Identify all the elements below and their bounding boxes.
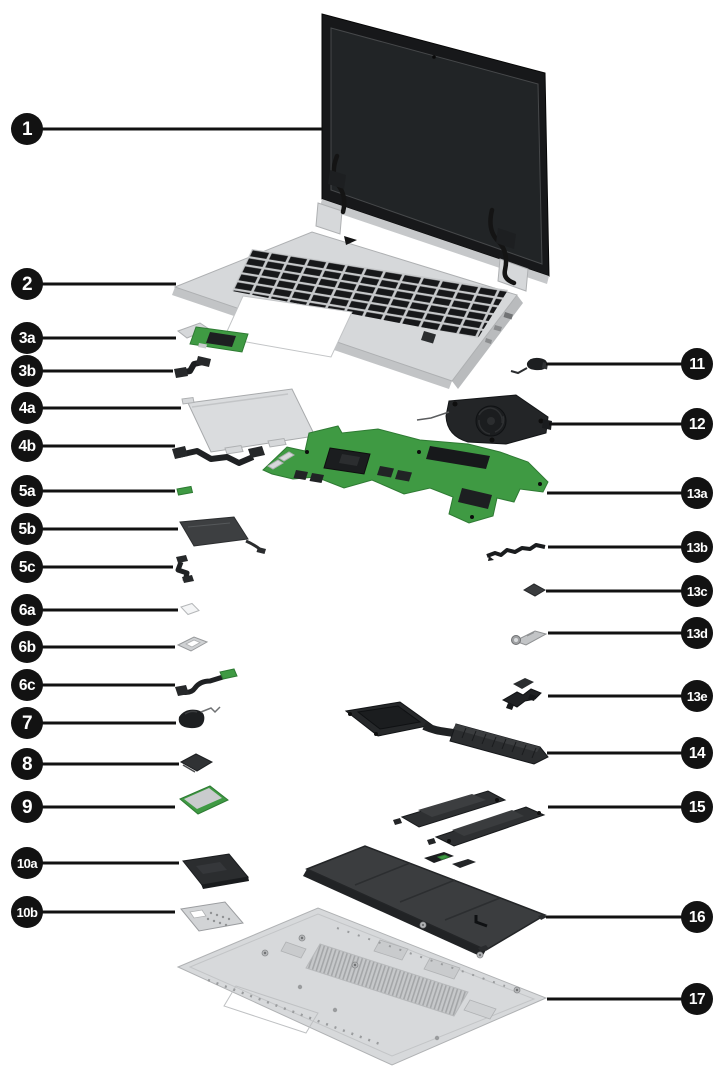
svg-text:3a: 3a — [19, 330, 36, 347]
svg-text:6a: 6a — [19, 602, 36, 619]
callout-3a: 3a — [11, 322, 176, 354]
callout-layer: 123a3b4a4b5a5b5c6a6b6c78910a10b111213a13… — [11, 113, 713, 1015]
callout-5b: 5b — [11, 513, 178, 545]
callout-6c: 6c — [11, 669, 175, 701]
svg-text:9: 9 — [22, 797, 32, 818]
callout-9: 9 — [11, 791, 175, 823]
callout-13e: 13e — [548, 680, 713, 712]
fingerprint-reader-bracket — [176, 636, 209, 652]
svg-text:5a: 5a — [19, 483, 36, 500]
svg-text:13c: 13c — [687, 584, 707, 599]
wlan-module — [179, 753, 214, 773]
svg-text:6b: 6b — [18, 639, 35, 656]
callout-4a: 4a — [11, 392, 181, 424]
wwan-module — [179, 785, 229, 815]
touchpad-cable — [172, 446, 265, 466]
fingerprint-reader-cable — [175, 668, 238, 696]
bracket-assembly — [501, 678, 542, 710]
metal-bracket — [486, 543, 546, 561]
callout-7: 7 — [11, 707, 176, 739]
nfc-module — [176, 485, 194, 496]
svg-text:6c: 6c — [19, 677, 36, 694]
callout-3b: 3b — [11, 355, 173, 387]
callout-13d: 13d — [548, 617, 713, 649]
svg-text:4b: 4b — [18, 438, 35, 455]
module-shield — [522, 583, 547, 597]
svg-text:13d: 13d — [687, 626, 708, 641]
system-board — [262, 425, 549, 524]
callout-10b: 10b — [11, 896, 175, 928]
svg-text:17: 17 — [689, 991, 705, 1008]
svg-text:13b: 13b — [687, 540, 708, 555]
svg-text:2: 2 — [22, 274, 32, 295]
callout-8: 8 — [11, 748, 179, 780]
svg-text:13a: 13a — [687, 486, 708, 501]
display-assembly — [315, 13, 550, 292]
svg-text:4a: 4a — [19, 400, 36, 417]
nfc-cable — [175, 555, 194, 583]
callout-5c: 5c — [11, 551, 173, 583]
callout-17: 17 — [547, 983, 713, 1015]
callout-2: 2 — [11, 268, 176, 300]
svg-text:1: 1 — [22, 119, 33, 140]
solid-state-drive — [182, 853, 249, 889]
svg-text:14: 14 — [689, 745, 706, 762]
svg-text:8: 8 — [22, 754, 32, 775]
parts-illustrations — [172, 13, 552, 1066]
speakers — [393, 790, 546, 847]
svg-text:12: 12 — [689, 416, 705, 433]
callout-16: 16 — [546, 901, 713, 933]
callout-6b: 6b — [11, 631, 175, 663]
callout-14: 14 — [547, 737, 713, 769]
callout-5a: 5a — [11, 475, 175, 507]
svg-text:13e: 13e — [687, 689, 707, 704]
bottom-cover — [176, 907, 548, 1066]
card-reader-cable — [174, 356, 211, 378]
card-reader-board — [176, 322, 249, 353]
callout-13a: 13a — [547, 477, 713, 509]
touchpad — [181, 388, 316, 455]
callout-10a: 10a — [11, 847, 179, 879]
connector-bracket — [511, 630, 548, 646]
svg-text:5c: 5c — [19, 559, 36, 576]
callout-6a: 6a — [11, 594, 178, 626]
svg-text:3b: 3b — [18, 363, 35, 380]
callout-1: 1 — [11, 113, 322, 145]
heat-sink — [344, 701, 549, 765]
battery — [303, 845, 547, 957]
callout-13b: 13b — [548, 531, 713, 563]
svg-text:11: 11 — [689, 356, 705, 373]
callout-15: 15 — [548, 791, 713, 823]
top-cover-with-keyboard — [172, 231, 523, 389]
svg-text:10b: 10b — [17, 905, 38, 920]
ssd-bracket — [180, 901, 244, 932]
callout-13c: 13c — [546, 575, 713, 607]
nfc-antenna — [179, 516, 266, 554]
svg-text:7: 7 — [22, 713, 32, 734]
svg-text:5b: 5b — [18, 521, 35, 538]
screw-standoffs — [261, 921, 521, 1041]
callout-4b: 4b — [11, 430, 175, 462]
rtc-battery — [178, 706, 221, 729]
fan — [416, 394, 552, 445]
callout-12: 12 — [549, 408, 713, 440]
svg-text:15: 15 — [689, 799, 706, 816]
fingerprint-reader — [180, 602, 200, 616]
callout-11: 11 — [546, 348, 713, 380]
power-connector-cable — [510, 357, 548, 375]
svg-text:10a: 10a — [17, 856, 38, 871]
svg-text:16: 16 — [689, 909, 706, 926]
